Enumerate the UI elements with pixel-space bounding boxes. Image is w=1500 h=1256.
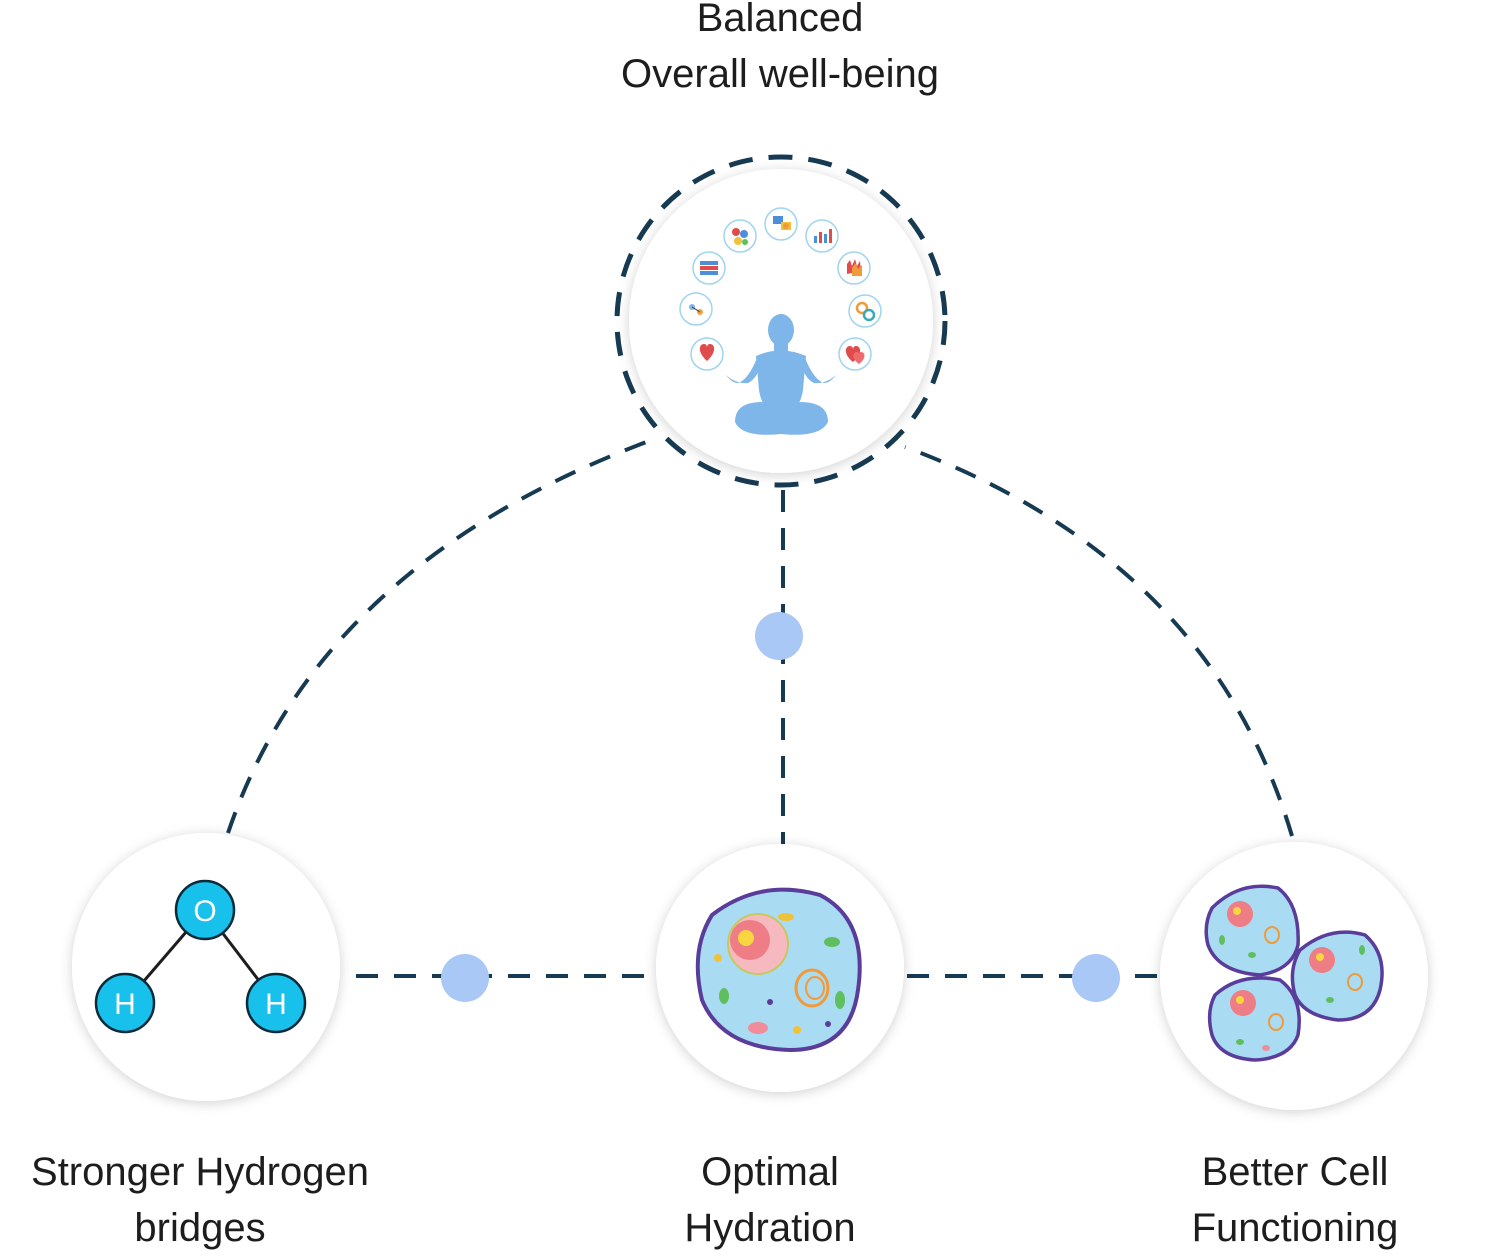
label-left-line2: bridges — [134, 1206, 266, 1250]
label-left-node: Stronger Hydrogen bridges — [0, 1144, 400, 1256]
atom-hydrogen-right — [245, 972, 307, 1034]
node-top — [614, 154, 948, 488]
connector-left-arc — [226, 435, 661, 834]
atom-hydrogen-right-label: H — [265, 988, 287, 1021]
label-right-line1: Better Cell — [1201, 1150, 1389, 1194]
node-middle — [656, 844, 904, 1092]
cell-cluster-icon — [1204, 884, 1384, 1062]
label-top-line1: Balanced — [696, 0, 864, 40]
connector-dot-right — [1072, 954, 1120, 1002]
water-molecule-icon: O H H — [94, 879, 307, 1034]
atom-hydrogen-left — [94, 972, 156, 1034]
atom-hydrogen-left-label: H — [114, 988, 136, 1021]
atom-oxygen-label: O — [193, 895, 216, 928]
node-left: O H H — [72, 833, 340, 1101]
label-middle-line1: Optimal — [701, 1150, 839, 1194]
label-right-node: Better Cell Functioning — [1095, 1144, 1495, 1256]
connector-dot-left — [441, 954, 489, 1002]
connector-dot-vertical — [755, 612, 803, 660]
label-top-line2: Overall well-being — [621, 52, 939, 96]
node-right — [1160, 842, 1428, 1110]
atom-oxygen — [174, 879, 236, 941]
label-middle-node: Optimal Hydration — [570, 1144, 970, 1256]
cell-icon — [695, 887, 862, 1053]
wellbeing-meditation-icon — [679, 207, 882, 435]
label-top-node: Balanced Overall well-being — [530, 0, 1030, 102]
connector-right-arc — [904, 445, 1294, 837]
label-middle-line2: Hydration — [684, 1206, 856, 1250]
label-right-line2: Functioning — [1191, 1206, 1399, 1250]
label-left-line1: Stronger Hydrogen — [31, 1150, 369, 1194]
